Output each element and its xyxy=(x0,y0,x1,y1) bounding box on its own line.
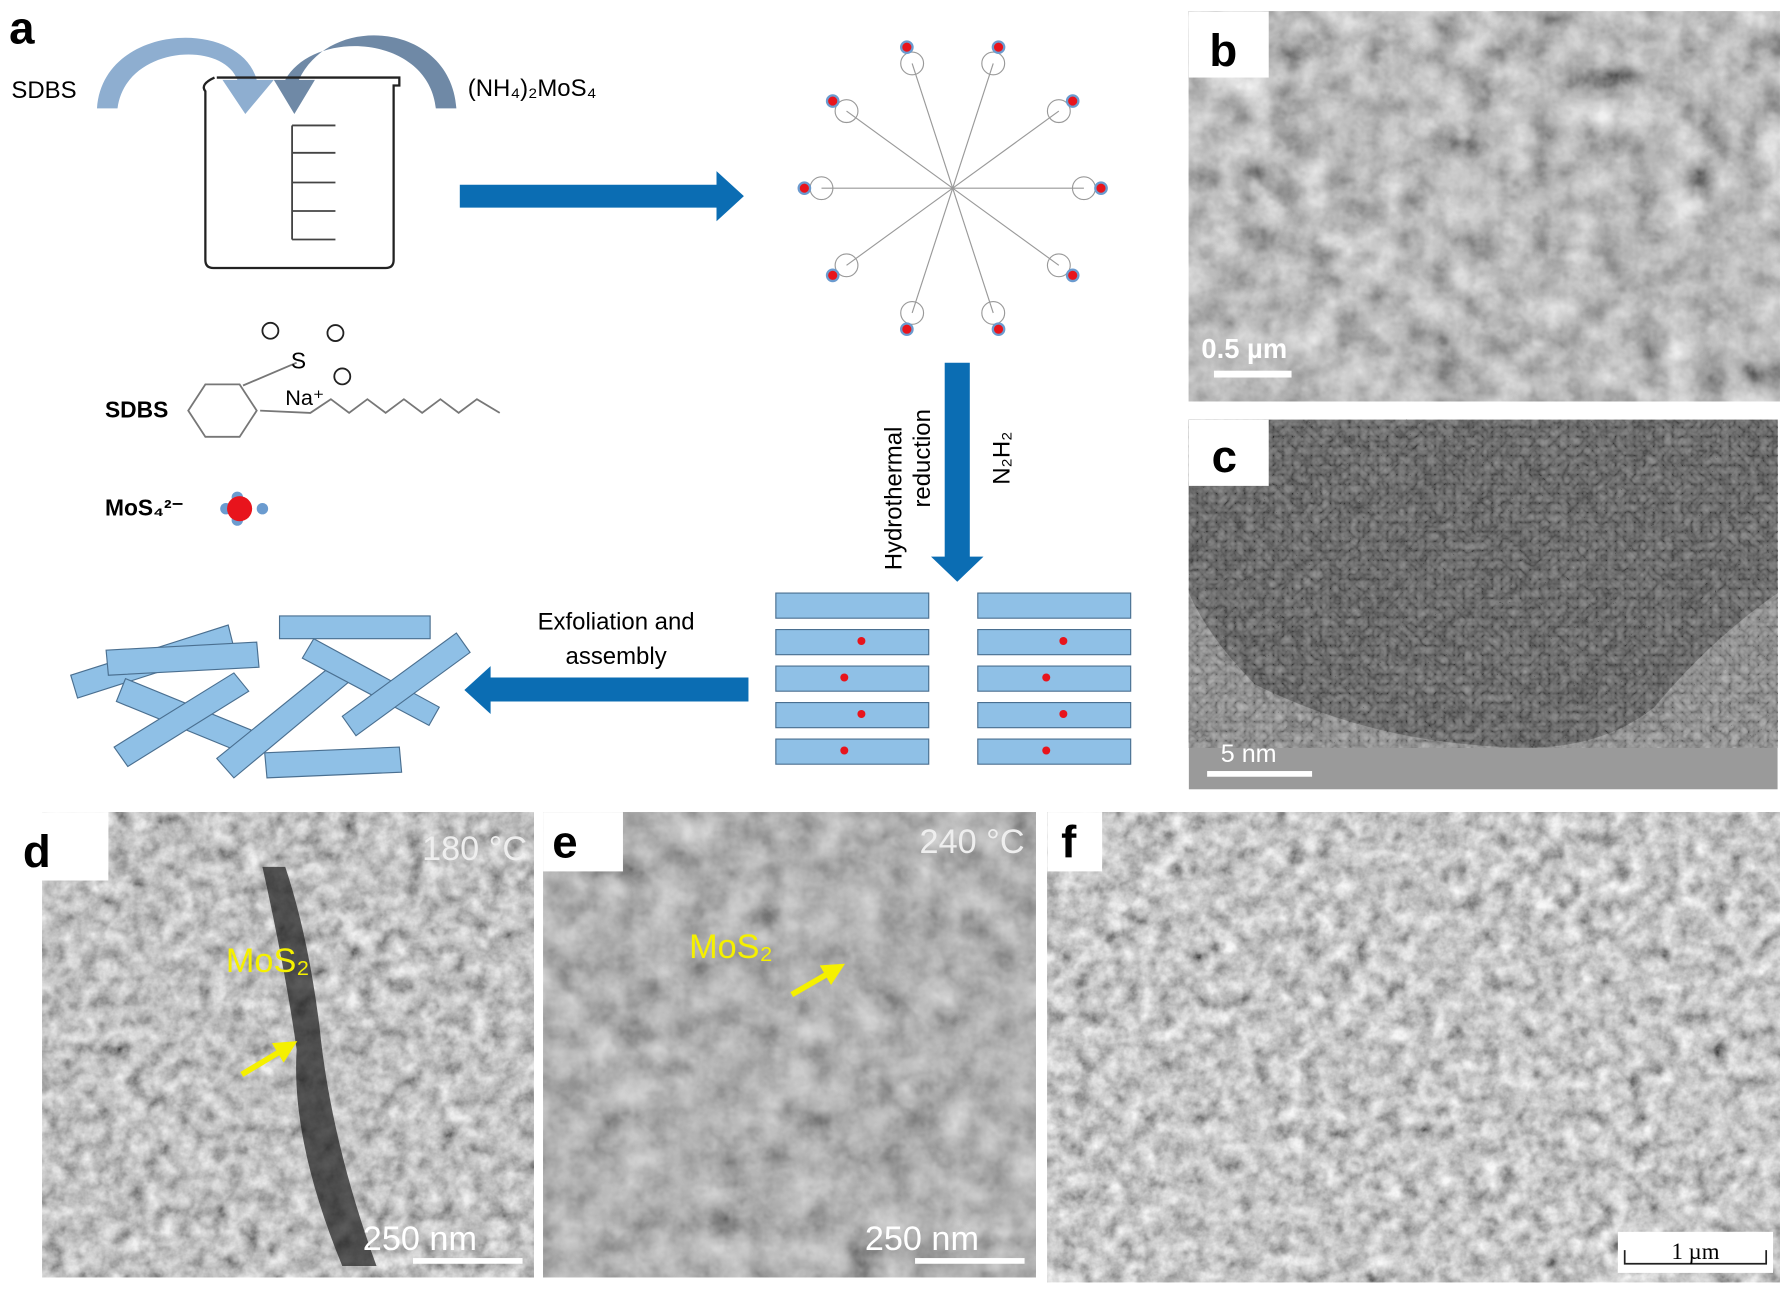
scale-bar-label-f: 1 µm xyxy=(1671,1239,1719,1264)
scale-bar-label-c: 5 nm xyxy=(1221,740,1277,768)
step-exfoliation-label: Exfoliation and xyxy=(538,609,695,636)
scale-bar-label-d: 250 nm xyxy=(363,1220,477,1258)
temperature-label-e: 240 °C xyxy=(920,823,1025,861)
step-reduction-label: reduction xyxy=(909,409,936,507)
step-hydrothermal-label: Hydrothermal xyxy=(880,427,907,571)
beaker-graduations-icon xyxy=(291,124,336,241)
panel-f-sem-image: f 1 µm xyxy=(1047,812,1780,1283)
panel-label-f: f xyxy=(1061,817,1077,868)
yellow-arrow-e-icon xyxy=(790,963,846,998)
mos4-ion-icon xyxy=(220,491,269,526)
arrow-left-icon xyxy=(464,666,749,715)
mos2-annotation-d: MoS₂ xyxy=(226,942,310,980)
mo-atom-icon xyxy=(1042,746,1051,755)
panel-label-c: c xyxy=(1212,431,1237,482)
mos2-layer-icon xyxy=(775,629,930,656)
micelle-icon xyxy=(797,40,1108,337)
panel-b-sem-image: b 0.5 µm xyxy=(1188,11,1780,402)
mo-atom-icon xyxy=(1059,710,1068,718)
mos2-layer-icon xyxy=(977,665,1132,692)
step-reagent-label: N₂H₂ xyxy=(989,432,1016,485)
curved-arrow-sdbs-icon xyxy=(96,37,274,115)
mos4-ion-icon xyxy=(825,268,840,283)
scale-bar-e xyxy=(915,1258,1025,1264)
sdbs-structure-icon xyxy=(187,321,501,438)
exfoliated-sheets-icon xyxy=(70,615,471,779)
mos4-ion-icon xyxy=(1065,94,1080,108)
arrow-right-icon xyxy=(459,171,744,222)
mo-atom-icon xyxy=(840,746,849,755)
mos2-layer-icon xyxy=(775,592,930,619)
mo-atom-icon xyxy=(857,637,866,645)
panel-d-sem-image: d 180 °C MoS₂ 250 nm xyxy=(11,812,534,1278)
layered-mos2-stacks-icon xyxy=(775,592,1132,765)
mos4-ion-icon xyxy=(825,94,840,108)
panel-label-d: d xyxy=(23,826,51,877)
scale-bar-d xyxy=(413,1258,523,1264)
mos2-layer-icon xyxy=(977,702,1132,729)
mo-atom-icon xyxy=(857,710,866,718)
mos2-layer-icon xyxy=(977,592,1132,619)
mo-atom-icon xyxy=(840,673,849,682)
mos2-layer-icon xyxy=(775,665,930,692)
panel-e-sem-image: e 240 °C MoS₂ 250 nm xyxy=(543,812,1036,1278)
sdbs-sulfur-label: S xyxy=(291,347,306,373)
panel-c-tem-image: c 5 nm xyxy=(1188,419,1778,790)
scale-bar-c xyxy=(1207,771,1313,777)
mos4-ion-icon xyxy=(900,40,914,55)
mos4-ion-icon xyxy=(900,322,914,337)
panel-a-schematic: a SDBS (NH₄)₂MoS₄ Hydrothermal reduction… xyxy=(9,2,1132,779)
panel-label-b: b xyxy=(1209,25,1237,76)
panel-label-e: e xyxy=(552,817,577,868)
sdbs-structure-label: SDBS xyxy=(105,396,168,422)
temperature-label-d: 180 °C xyxy=(422,830,527,868)
mos4-ion-icon xyxy=(991,322,1006,337)
scale-bar-f xyxy=(1623,1250,1768,1265)
mos4-ion-icon xyxy=(991,40,1006,55)
mos4-ion-icon xyxy=(1094,181,1108,196)
reagent-ammonium-tetrathiomolybdate-label: (NH₄)₂MoS₄ xyxy=(468,75,597,102)
panel-label-a: a xyxy=(9,2,35,53)
arrow-down-icon xyxy=(931,362,984,582)
scale-bar-label-e: 250 nm xyxy=(865,1220,979,1258)
curved-arrow-ammonium-icon xyxy=(273,35,457,115)
mos4-ion-icon xyxy=(797,181,812,196)
mos2-layer-icon xyxy=(977,629,1132,656)
yellow-arrow-d-icon xyxy=(240,1041,298,1077)
mos4-ion-icon xyxy=(1065,268,1080,283)
mos2-layer-icon xyxy=(977,738,1132,765)
mos2-layer-icon xyxy=(775,702,930,729)
scale-bar-b xyxy=(1213,370,1292,378)
mos2-layer-icon xyxy=(775,738,930,765)
mos2-annotation-e: MoS₂ xyxy=(689,928,773,966)
step-assembly-label: assembly xyxy=(566,643,667,670)
mo-atom-icon xyxy=(1059,637,1068,645)
mo-atom-icon xyxy=(1042,673,1051,682)
sdbs-sodium-label: Na⁺ xyxy=(285,385,324,410)
beaker-icon xyxy=(202,76,401,270)
mos4-ion-label: MoS₄²⁻ xyxy=(105,495,184,521)
scale-bar-label-b: 0.5 µm xyxy=(1201,333,1287,364)
reagent-sdbs-label: SDBS xyxy=(11,77,76,104)
